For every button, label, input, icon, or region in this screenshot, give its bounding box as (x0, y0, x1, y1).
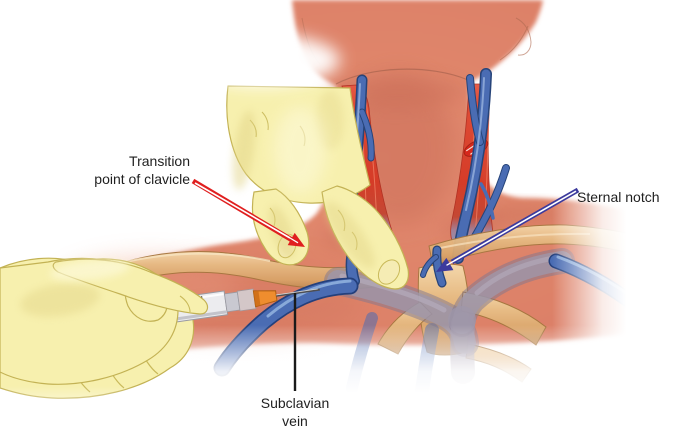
sternal-notch-arrow (436, 187, 580, 272)
label-line: vein (282, 412, 308, 429)
label-line: Sternal notch (577, 189, 660, 205)
transition-point-arrow (191, 178, 305, 247)
label-subclavian-vein: Subclavian vein (195, 395, 395, 430)
ear-line (515, 17, 532, 56)
wrist-fade (184, 34, 340, 86)
needle (276, 288, 320, 297)
fingernail (377, 259, 401, 285)
label-sternal-notch: Sternal notch (577, 189, 660, 207)
label-line: point of clavicle (94, 170, 190, 187)
label-line: Subclavian (260, 395, 330, 411)
chin-crease-line (335, 68, 469, 85)
label-line: Transition (129, 153, 190, 169)
hand-bottom-fade (0, 386, 240, 435)
sternal-notch-vein-stub (420, 245, 447, 288)
right-fade (552, 0, 685, 435)
red-arrowhead (287, 232, 305, 247)
blue-arrowhead (436, 257, 454, 272)
label-transition-point-of-clavicle: Transition point of clavicle (40, 153, 190, 188)
syringe-grip-fingers (0, 257, 209, 385)
jaw-line (499, 25, 529, 61)
